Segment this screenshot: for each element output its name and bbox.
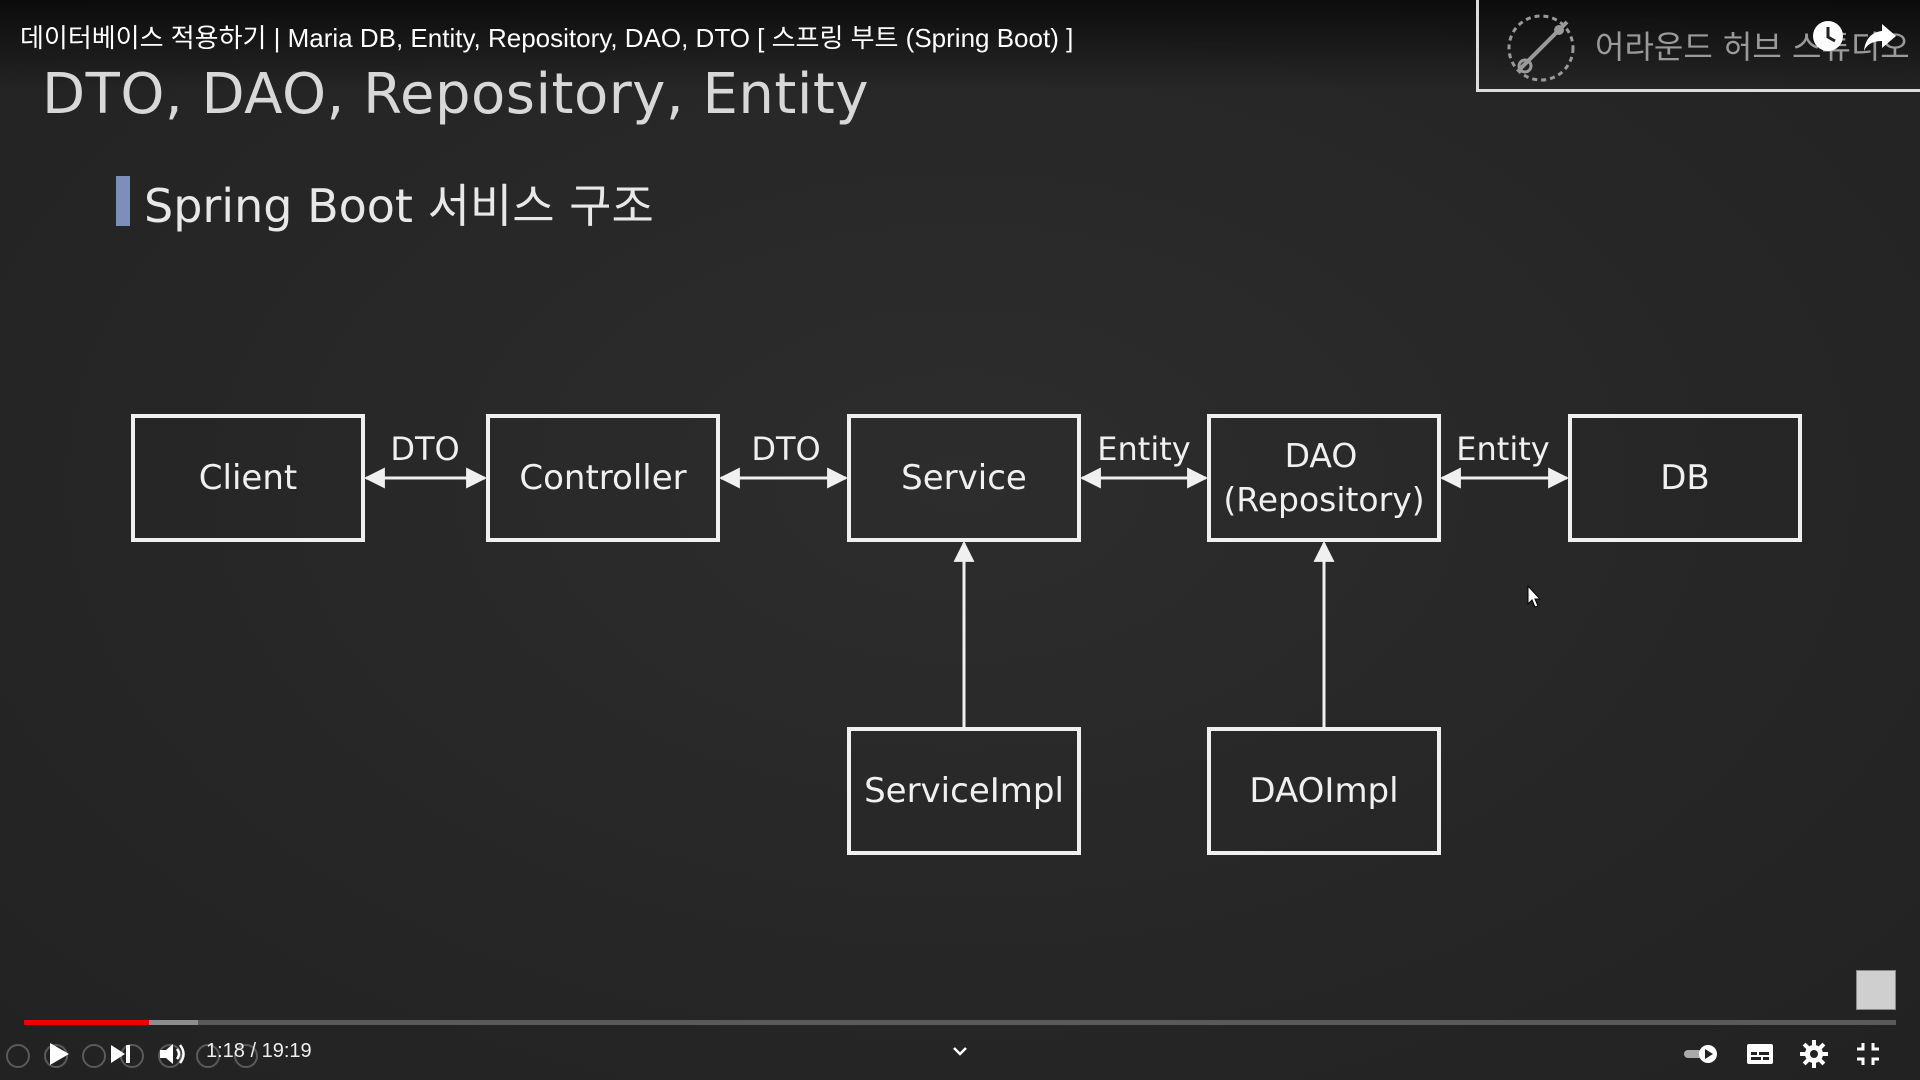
slide-title: DTO, DAO, Repository, Entity xyxy=(42,62,870,127)
node-daoimpl-label: DAOImpl xyxy=(1249,771,1398,811)
node-client: Client xyxy=(131,414,365,542)
exit-fullscreen-icon[interactable] xyxy=(1852,1038,1884,1070)
node-serviceimpl-label: ServiceImpl xyxy=(864,771,1064,811)
play-icon[interactable] xyxy=(42,1038,74,1070)
time-display: 1:18 / 19:19 xyxy=(206,1040,312,1062)
node-client-label: Client xyxy=(199,458,297,498)
channel-logo-icon xyxy=(1507,14,1575,82)
channel-watermark: 어라운드 허브 스튜디오 xyxy=(1476,0,1920,92)
node-daoimpl: DAOImpl xyxy=(1207,727,1441,855)
node-controller-label: Controller xyxy=(519,458,686,498)
node-controller: Controller xyxy=(486,414,720,542)
section-marker xyxy=(116,176,130,226)
top-gradient xyxy=(0,0,1920,90)
mouse-cursor-icon xyxy=(1527,584,1542,608)
gear-icon[interactable] xyxy=(1798,1038,1830,1070)
edge-service-dao-label: Entity xyxy=(1097,430,1190,468)
node-db-label: DB xyxy=(1660,458,1710,498)
progress-bar[interactable] xyxy=(24,1020,1896,1025)
subtitles-icon[interactable] xyxy=(1744,1038,1776,1070)
node-dao-label-2: (Repository) xyxy=(1223,480,1424,519)
volume-icon[interactable] xyxy=(156,1038,188,1070)
progress-played xyxy=(24,1020,150,1025)
clock-icon[interactable] xyxy=(1810,18,1846,54)
edge-dao-db-label: Entity xyxy=(1456,430,1549,468)
section-title: Spring Boot 서비스 구조 xyxy=(144,179,654,233)
autoplay-toggle-icon[interactable] xyxy=(1682,1038,1722,1070)
node-serviceimpl: ServiceImpl xyxy=(847,727,1081,855)
chevron-down-icon[interactable] xyxy=(944,1036,976,1068)
edge-controller-service-label: DTO xyxy=(751,430,820,468)
node-dao-label-1: DAO xyxy=(1285,436,1358,475)
next-icon[interactable] xyxy=(104,1038,136,1070)
channel-name: 어라운드 허브 스튜디오 xyxy=(1595,28,1910,66)
node-service: Service xyxy=(847,414,1081,542)
decorative-toolbar-ghost xyxy=(6,1044,258,1068)
overlay-thumbnail xyxy=(1856,970,1896,1010)
node-dao: DAO (Repository) xyxy=(1207,414,1441,542)
player-controls: 1:18 / 19:19 xyxy=(0,1026,1920,1080)
share-icon[interactable] xyxy=(1862,18,1898,54)
node-db: DB xyxy=(1568,414,1802,542)
edge-client-controller-label: DTO xyxy=(390,430,459,468)
video-title[interactable]: 데이터베이스 적용하기 | Maria DB, Entity, Reposito… xyxy=(20,23,1074,53)
node-service-label: Service xyxy=(901,458,1027,498)
